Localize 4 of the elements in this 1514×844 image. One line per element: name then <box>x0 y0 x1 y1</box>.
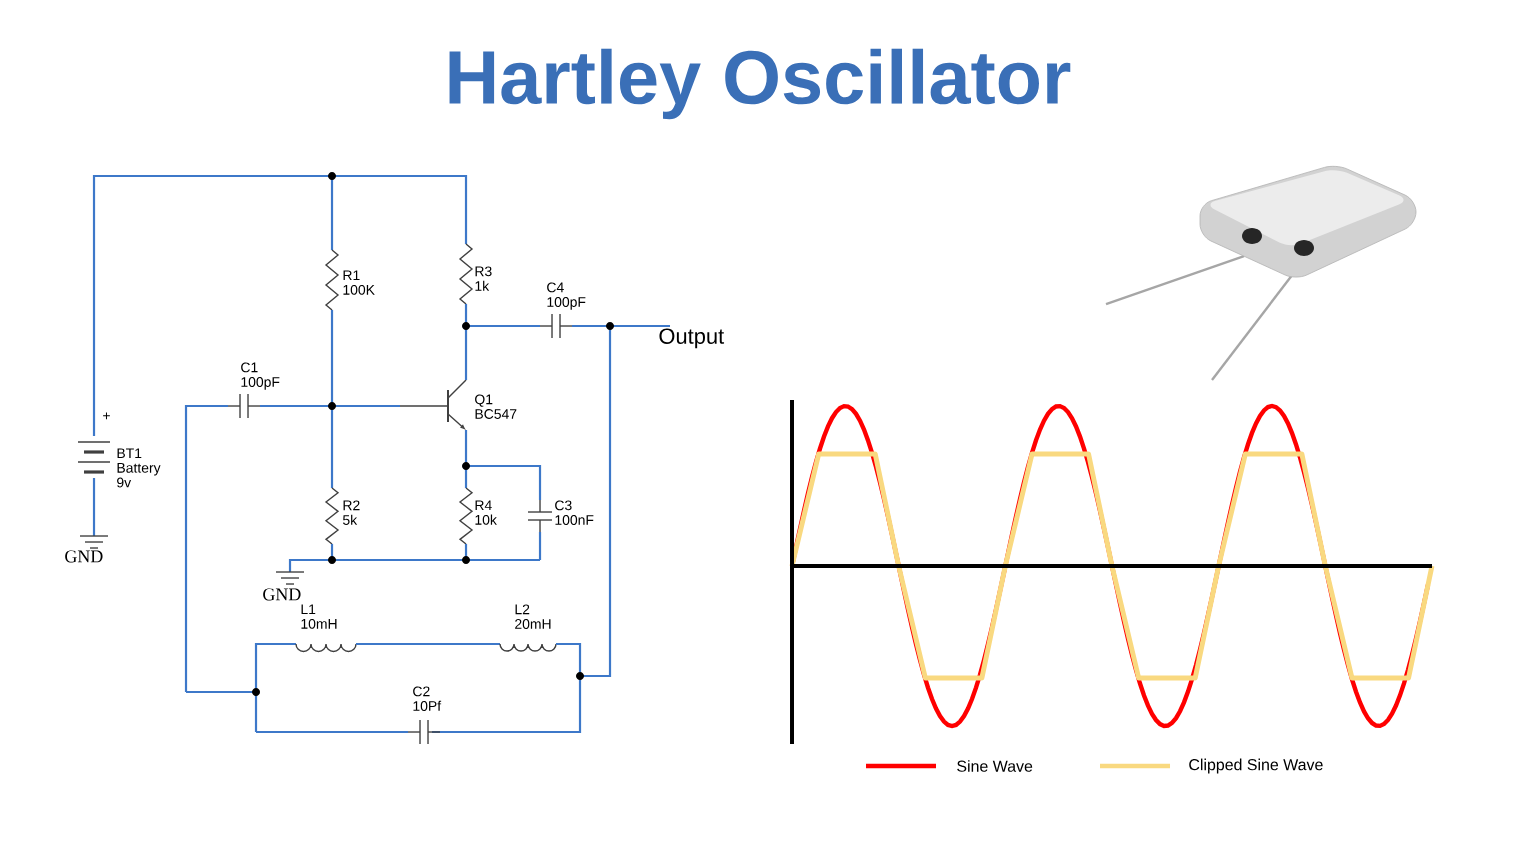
component-label: GND <box>263 588 301 601</box>
component-label: Output <box>659 328 725 349</box>
component-label: GND <box>65 550 103 563</box>
title: Hartley Oscillator <box>449 48 1071 120</box>
